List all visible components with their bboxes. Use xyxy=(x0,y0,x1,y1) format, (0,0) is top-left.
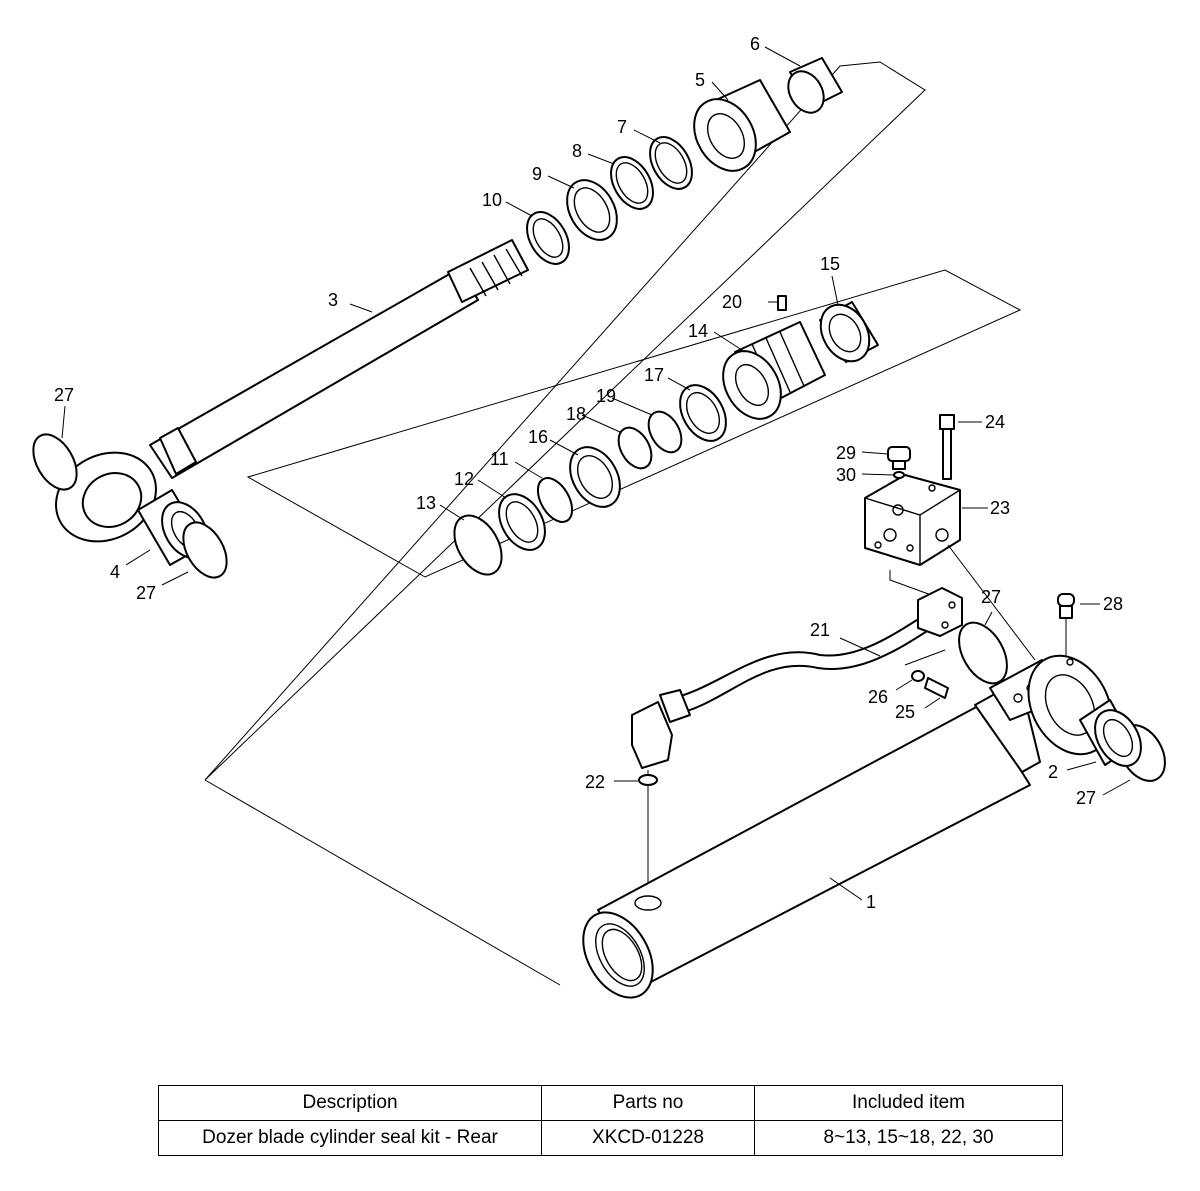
piston-14 xyxy=(722,321,826,420)
seal-10 xyxy=(526,211,570,265)
o-ring-22 xyxy=(638,774,658,786)
bolt-25 xyxy=(924,677,949,699)
rod-group-frame xyxy=(204,61,926,781)
callout-6: 6 xyxy=(750,34,760,54)
callout-29: 29 xyxy=(836,443,856,463)
cell-included-item: 8~13, 15~18, 22, 30 xyxy=(754,1120,1063,1156)
plug-29 xyxy=(887,446,911,470)
tube-group-frame xyxy=(204,779,561,986)
nut-15 xyxy=(819,301,879,363)
o-ring-13 xyxy=(453,514,503,576)
callout-28: 28 xyxy=(1103,594,1123,614)
seal-17 xyxy=(679,384,727,442)
set-screw-20 xyxy=(777,295,787,311)
o-ring-19 xyxy=(647,410,683,454)
callout-11: 11 xyxy=(490,449,509,469)
callout-27a: 27 xyxy=(54,385,74,405)
callout-19: 19 xyxy=(596,386,616,406)
callout-20: 20 xyxy=(722,292,742,312)
callout-7: 7 xyxy=(617,117,627,137)
callout-14: 14 xyxy=(688,321,708,341)
seal-16 xyxy=(569,446,621,508)
seal-9 xyxy=(566,179,618,241)
callout-27c: 27 xyxy=(981,587,1001,607)
callout-1: 1 xyxy=(866,892,876,912)
valve-block-23 xyxy=(864,474,1036,661)
callout-10: 10 xyxy=(482,190,502,210)
grease-nipple-28 xyxy=(1057,593,1075,619)
callout-23: 23 xyxy=(990,498,1010,518)
o-ring-27b xyxy=(182,521,228,579)
o-ring-11 xyxy=(536,477,574,523)
callout-13: 13 xyxy=(416,493,436,513)
cell-description: Dozer blade cylinder seal kit - Rear xyxy=(158,1120,542,1156)
callout-4: 4 xyxy=(110,562,120,582)
pipe-21 xyxy=(631,587,963,900)
callout-27b: 27 xyxy=(136,583,156,603)
header-description: Description xyxy=(158,1085,542,1121)
bolt-24 xyxy=(939,414,955,480)
exploded-parts-diagram: 1 2 3 4 5 6 7 8 9 10 11 12 13 14 15 16 1… xyxy=(32,34,1166,999)
seal-12 xyxy=(498,493,546,551)
seal-kit-table: Description Parts no Included item Dozer… xyxy=(158,1085,1063,1156)
callout-30: 30 xyxy=(836,465,856,485)
rod-cover-5 xyxy=(693,79,791,172)
o-ring-27a xyxy=(32,433,78,491)
piston-rod xyxy=(149,239,529,479)
callout-24: 24 xyxy=(985,412,1005,432)
callout-5: 5 xyxy=(695,70,705,90)
bushing-6 xyxy=(787,57,843,114)
o-ring-27c xyxy=(958,621,1008,685)
o-ring-18 xyxy=(617,426,653,470)
callout-22: 22 xyxy=(585,772,605,792)
callout-9: 9 xyxy=(532,164,542,184)
seal-8 xyxy=(610,156,654,210)
bushing-2 xyxy=(1079,699,1142,767)
callout-3: 3 xyxy=(328,290,338,310)
piston-group-frame xyxy=(246,269,1022,578)
callout-15: 15 xyxy=(820,254,840,274)
table-row: Dozer blade cylinder seal kit - Rear XKC… xyxy=(158,1120,1063,1156)
header-included-item: Included item xyxy=(754,1085,1063,1121)
cell-parts-no: XKCD-01228 xyxy=(541,1120,755,1156)
o-ring-30 xyxy=(893,471,905,479)
callout-8: 8 xyxy=(572,141,582,161)
seal-7 xyxy=(649,136,693,190)
callout-26: 26 xyxy=(868,687,888,707)
table-header-row: Description Parts no Included item xyxy=(158,1085,1063,1121)
callout-21: 21 xyxy=(810,620,830,640)
callout-17: 17 xyxy=(644,365,664,385)
callout-18: 18 xyxy=(566,404,586,424)
callout-2: 2 xyxy=(1048,762,1058,782)
callout-27d: 27 xyxy=(1076,788,1096,808)
washer-26 xyxy=(911,670,925,682)
callout-16: 16 xyxy=(528,427,548,447)
header-parts-no: Parts no xyxy=(541,1085,755,1121)
callout-12: 12 xyxy=(454,469,474,489)
callout-25: 25 xyxy=(895,702,915,722)
leader-lines xyxy=(61,46,1131,901)
